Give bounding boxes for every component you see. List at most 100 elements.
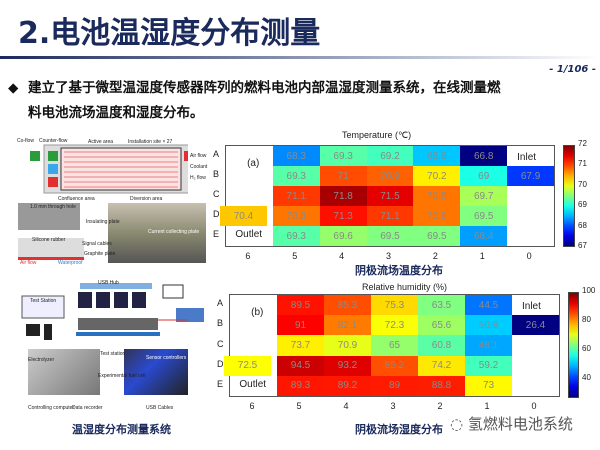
heatmap-cell: 71.1 [272,186,320,206]
heatmap-cell: 73 [465,375,512,396]
column-tick-label: 2 [437,401,443,411]
fig-label-through-hole: 1.0 mm through hole [30,204,76,210]
heatmap-cell: 50.8 [465,315,512,336]
heatmap-cell: 69.3 [319,146,367,166]
fig-label-confluence-area: Confluence area [58,196,95,202]
outlet-label: Outlet [239,378,267,390]
fig-label-data-recorder: Data recorder [72,405,103,411]
system-schematic [21,283,204,340]
panel-label: (a) [247,158,260,169]
heatmap-cell: 69.6 [319,226,367,246]
column-tick-label: 5 [296,401,302,411]
fig-label-signal-cables: Signal cables [82,241,112,247]
heatmap-cell: 70.2 [413,166,461,186]
column-tick-label: 6 [245,251,251,261]
heatmap-cell: 71.3 [319,206,367,226]
watermark-text: 氢燃料电池系统 [467,415,573,433]
row-tick-label: B [213,169,220,179]
heatmap-cell: 66.8 [460,146,508,166]
sensor-array-photo [108,203,206,263]
row-tick-label: E [217,378,224,389]
heatmap-cell: 69.5 [460,206,508,226]
column-tick-label: 3 [386,251,392,261]
colorbar-tick-label: 68 [578,220,587,230]
flow-field-schematic [30,144,200,194]
left-caption: 温湿度分布测量系统 [72,423,171,436]
inlet-label: Inlet [522,301,541,313]
heatmap-cell: 69.7 [460,186,508,206]
inlet-label: Inlet [517,152,537,163]
heatmap-cell: 88.8 [418,375,465,396]
heatmap-cell: 65 [371,335,418,356]
heatmap-cell: 85.2 [371,355,418,376]
heatmap-cell: 72.3 [371,315,418,336]
column-tick-label: 1 [484,401,490,411]
heatmap-cell: 69.5 [366,226,414,246]
heatmap-cell: 68.6 [413,146,461,166]
humidity-colorbar [568,292,579,398]
temp-caption: 阴极流场温度分布 [355,264,443,277]
heatmap-cell: 59.2 [465,355,512,376]
heatmap-cell: 89.5 [277,295,324,316]
wechat-icon: ◌ [450,415,468,433]
fig-label-installation-site: Installation site × 27 [128,139,173,145]
bullet-line-2: 料电池流场温度和湿度分布。 [28,105,204,121]
heatmap-cell: 70.9 [324,335,371,356]
heatmap-cell: 70.9 [366,166,414,186]
row-tick-label: C [213,189,220,199]
column-tick-label: 2 [432,251,438,261]
heatmap-cell: 69.2 [366,146,414,166]
heatmap-cell: 89 [371,375,418,396]
bullet-text: ◆建立了基于微型温湿度传感器阵列的燃料电池内部温湿度测量系统，在线测量燃 料电池… [8,76,588,126]
heatmap-cell: 69 [460,166,508,186]
heatmap-cell: 69.5 [413,226,461,246]
colorbar-tick-label: 69 [578,200,587,210]
column-tick-label: 5 [292,251,298,261]
row-tick-label: D [217,358,224,369]
colorbar-tick-label: 70 [578,179,587,189]
fig-label-graphite-plate: Graphite plate [84,251,116,257]
fig-label-air-flow: Air flow [190,153,207,159]
watermark: ◌ 氢燃料电池系统 [450,413,573,434]
fig-label-active-area: Active area [88,139,114,145]
fig-label-waterproof: Waterproof [58,260,83,266]
heatmap-cell: 93.2 [324,355,371,376]
heatmap-cell: 89.2 [324,375,371,396]
column-tick-label: 6 [249,401,255,411]
row-tick-label: A [213,149,220,159]
column-tick-label: 4 [343,401,349,411]
fig-label-coolant: Coolant [190,164,208,170]
colorbar-tick-label: 67 [578,241,587,250]
column-tick-label: 0 [526,251,532,261]
temp-chart-title: Temperature (℃) [342,130,412,140]
row-tick-label: A [217,298,224,309]
heatmap-cell: 68.4 [460,226,508,246]
heatmap-cell: 44.5 [465,295,512,316]
heatmap-cell: 82.1 [324,315,371,336]
fig-label-sensor-controllers: Sensor controllers [146,355,187,361]
fig-label-usb-cables: USB Cables [146,405,174,411]
system-diagram [18,280,208,342]
column-tick-label: 3 [390,401,396,411]
colorbar-tick-label: 40 [582,373,591,383]
heatmap-cell: 71.8 [319,186,367,206]
heatmap-cell: 74.2 [418,355,465,376]
row-tick-label: E [213,229,220,239]
fig-label-current-collecting-plate: Current collecting plate [148,229,200,235]
row-tick-label: B [217,318,224,329]
fig-label-h2-flow: H₂ flow [190,175,206,181]
column-tick-label: 1 [479,251,485,261]
fig-label-co-flow: Co-flow [17,138,34,144]
row-tick-label: C [217,338,224,349]
heatmap-cell: 70.8 [272,206,320,226]
diamond-icon: ◆ [8,80,19,96]
heatmap-cell: 69.3 [272,166,320,186]
heatmap-cell: 72.5 [224,355,271,376]
sensor-closeup-image [18,203,80,230]
heatmap-cell: 71 [319,166,367,186]
colorbar-tick-label: 72 [578,139,587,148]
fuel-cell-photo [124,349,188,395]
fig-label-controlling-computer: Controlling computer [28,405,75,411]
